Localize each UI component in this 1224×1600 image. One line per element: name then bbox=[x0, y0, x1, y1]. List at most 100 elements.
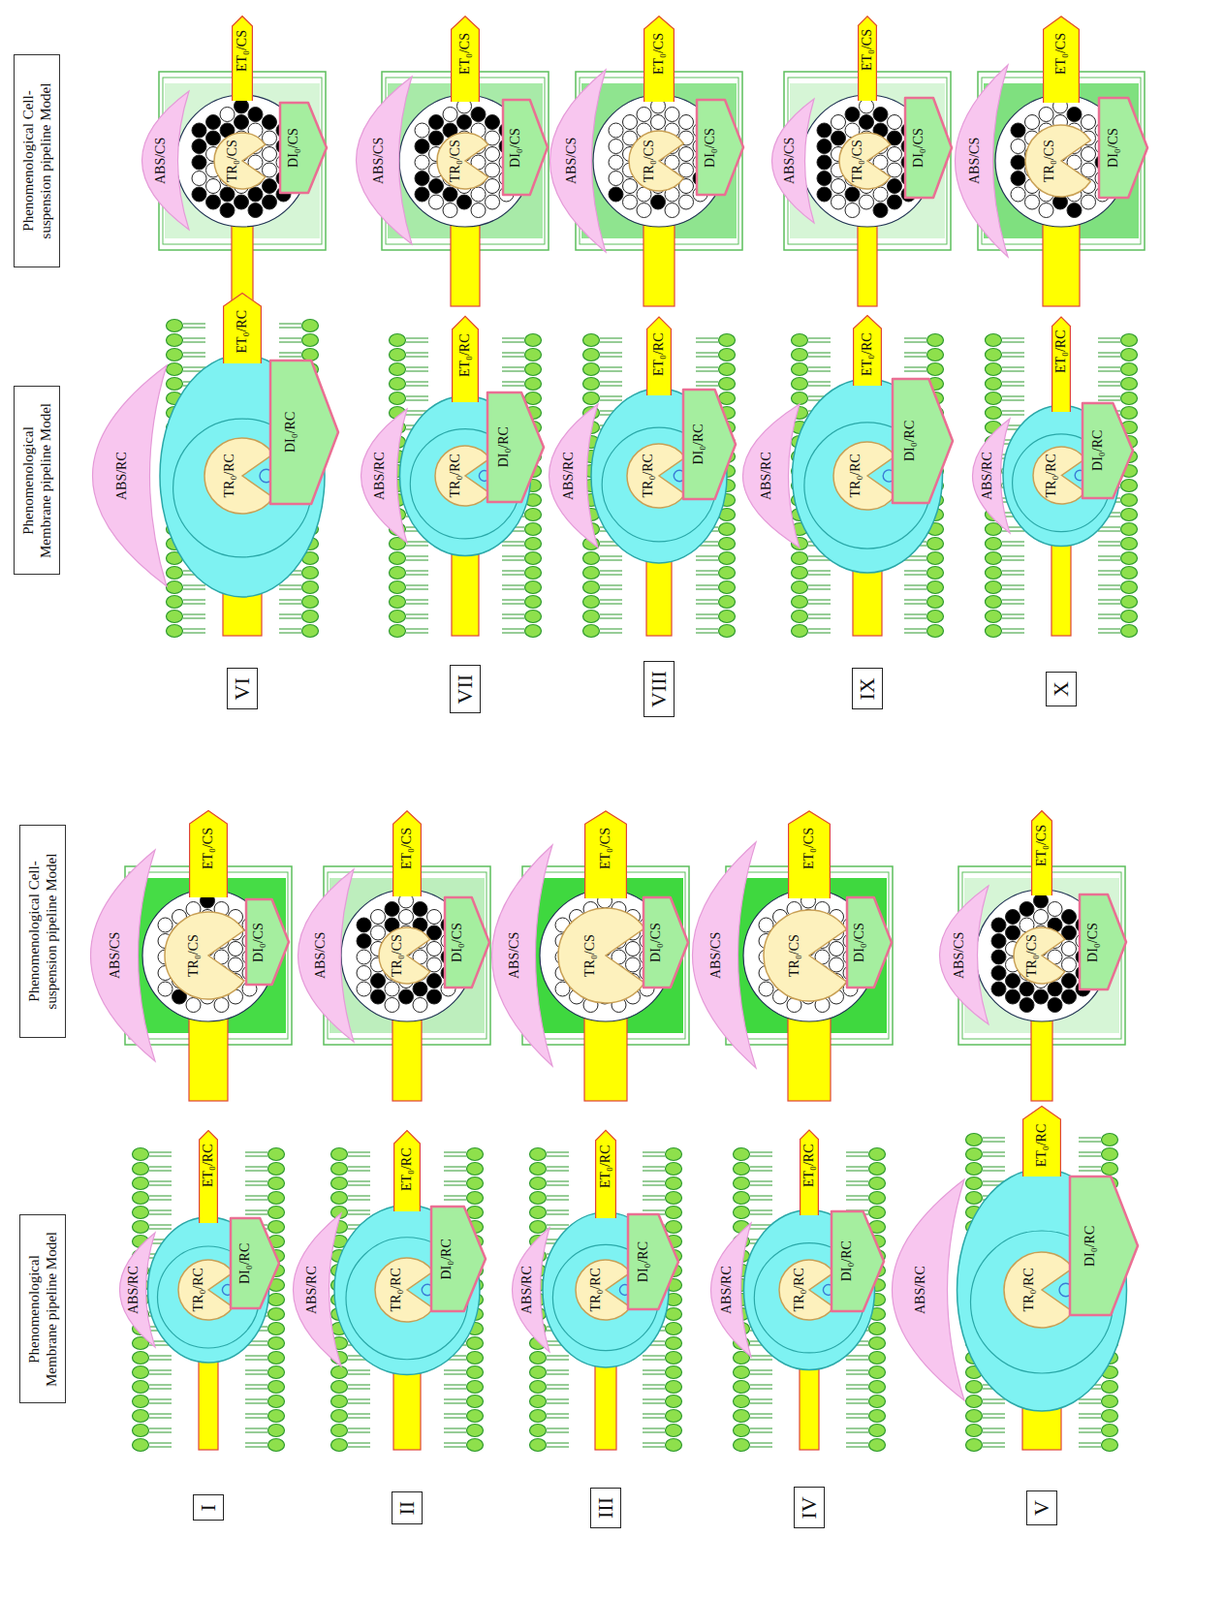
lipid-tail bbox=[695, 574, 719, 576]
lipid-head bbox=[665, 1177, 683, 1191]
lipid-tail bbox=[846, 1384, 869, 1386]
lipid-tail bbox=[808, 614, 831, 616]
lipid-head bbox=[791, 552, 809, 565]
lipid-tail bbox=[245, 1417, 268, 1419]
lipid-tail bbox=[599, 356, 623, 358]
label-group: TR₀/RC bbox=[388, 1267, 405, 1312]
lipid-tail bbox=[1078, 1417, 1101, 1419]
open-center-dot bbox=[427, 957, 442, 973]
lipid-tail bbox=[1098, 589, 1121, 591]
lipid-tail bbox=[599, 618, 623, 620]
lipid-tail bbox=[846, 1152, 869, 1154]
lipid-tail bbox=[642, 1413, 665, 1415]
lipid-tail bbox=[599, 570, 623, 572]
lipid-head bbox=[869, 1177, 886, 1191]
lipid-tail bbox=[502, 381, 525, 383]
lipid-tail bbox=[443, 1166, 467, 1168]
open-center-dot bbox=[887, 115, 903, 130]
shape-outline bbox=[491, 844, 554, 1068]
lipid-head bbox=[927, 552, 944, 565]
shape-label: DI₀/CS bbox=[648, 922, 664, 963]
lipid-tail bbox=[808, 560, 831, 562]
lipid-head bbox=[302, 625, 319, 638]
lipid-head bbox=[166, 625, 184, 638]
lipid-head bbox=[467, 1366, 484, 1380]
lipid-head bbox=[268, 1177, 285, 1191]
lipid-head bbox=[389, 334, 407, 347]
lipid-tail bbox=[1002, 614, 1025, 616]
shape-label: ET₀/RC bbox=[200, 1143, 217, 1188]
lipid-tail bbox=[245, 1156, 268, 1158]
lipid-tail bbox=[599, 603, 623, 605]
lipid-head bbox=[733, 1177, 751, 1191]
lipid-tail bbox=[347, 1181, 371, 1183]
closed-center-dot bbox=[470, 107, 486, 123]
lipid-head bbox=[869, 1351, 886, 1365]
label-group: Phenomenological Membrane pipeline Model bbox=[25, 1224, 61, 1395]
lipid-tail bbox=[982, 1156, 1005, 1158]
lipid-tail bbox=[183, 632, 206, 634]
lipid-tail bbox=[546, 1152, 569, 1154]
closed-center-dot bbox=[234, 194, 250, 210]
lipid-tail bbox=[183, 342, 206, 344]
lipid-tail bbox=[846, 1170, 869, 1172]
lipid-tail bbox=[846, 1399, 869, 1401]
open-center-dot bbox=[371, 910, 386, 925]
lipid-tail bbox=[149, 1374, 172, 1376]
panel-number-box: I bbox=[192, 1494, 224, 1521]
panel-number-box: III bbox=[590, 1487, 622, 1529]
lipid-tail bbox=[546, 1199, 569, 1201]
lipid-head bbox=[268, 1162, 285, 1176]
label-group: ET₀/RC bbox=[801, 1143, 817, 1188]
open-center-dot bbox=[356, 981, 372, 997]
closed-center-dot bbox=[485, 115, 501, 130]
lipid-head bbox=[525, 508, 542, 522]
lipid-tail bbox=[1098, 614, 1121, 616]
lipid-head bbox=[132, 1380, 150, 1394]
open-center-dot bbox=[186, 998, 201, 1013]
lipid-tail bbox=[546, 1185, 569, 1187]
open-center-dot bbox=[623, 115, 638, 130]
cell-suspension-model bbox=[323, 866, 491, 1101]
lipid-tail bbox=[1098, 574, 1121, 576]
closed-center-dot bbox=[991, 917, 1006, 933]
lipid-tail bbox=[750, 1359, 773, 1361]
open-center-dot bbox=[831, 179, 847, 194]
lipid-tail bbox=[279, 618, 302, 620]
lipid-head bbox=[869, 1192, 886, 1205]
lipid-head bbox=[467, 1424, 484, 1438]
lipid-tail bbox=[546, 1370, 569, 1372]
lipid-tail bbox=[443, 1170, 467, 1172]
lipid-head bbox=[966, 1177, 983, 1191]
dissipation-arrow: DI₀/CS bbox=[245, 898, 290, 986]
closed-center-dot bbox=[427, 989, 442, 1005]
lipid-tail bbox=[808, 570, 831, 572]
lipid-head bbox=[331, 1192, 348, 1205]
lipid-tail bbox=[1098, 545, 1121, 547]
lipid-head bbox=[268, 1293, 285, 1307]
lipid-head bbox=[719, 625, 736, 638]
lipid-tail bbox=[846, 1403, 869, 1405]
closed-center-dot bbox=[845, 107, 860, 123]
lipid-tail bbox=[502, 614, 525, 616]
open-center-dot bbox=[1034, 910, 1049, 925]
lipid-tail bbox=[245, 1403, 268, 1405]
lipid-tail bbox=[546, 1170, 569, 1172]
closed-center-dot bbox=[816, 139, 832, 155]
lipid-head bbox=[733, 1366, 751, 1380]
lipid-head bbox=[719, 552, 736, 565]
lipid-tail bbox=[406, 570, 429, 572]
lipid-head bbox=[1121, 581, 1138, 595]
closed-center-dot bbox=[887, 194, 903, 210]
lipid-tail bbox=[347, 1388, 371, 1390]
lipid-tail bbox=[846, 1446, 869, 1448]
lipid-head bbox=[733, 1148, 751, 1162]
lipid-head bbox=[927, 610, 944, 624]
lipid-head bbox=[467, 1192, 484, 1205]
lipid-head bbox=[467, 1162, 484, 1176]
lipid-head bbox=[331, 1439, 348, 1452]
closed-center-dot bbox=[816, 171, 832, 187]
lipid-tail bbox=[279, 599, 302, 601]
lipid-tail bbox=[846, 1185, 869, 1187]
lipid-tail bbox=[1002, 371, 1025, 373]
